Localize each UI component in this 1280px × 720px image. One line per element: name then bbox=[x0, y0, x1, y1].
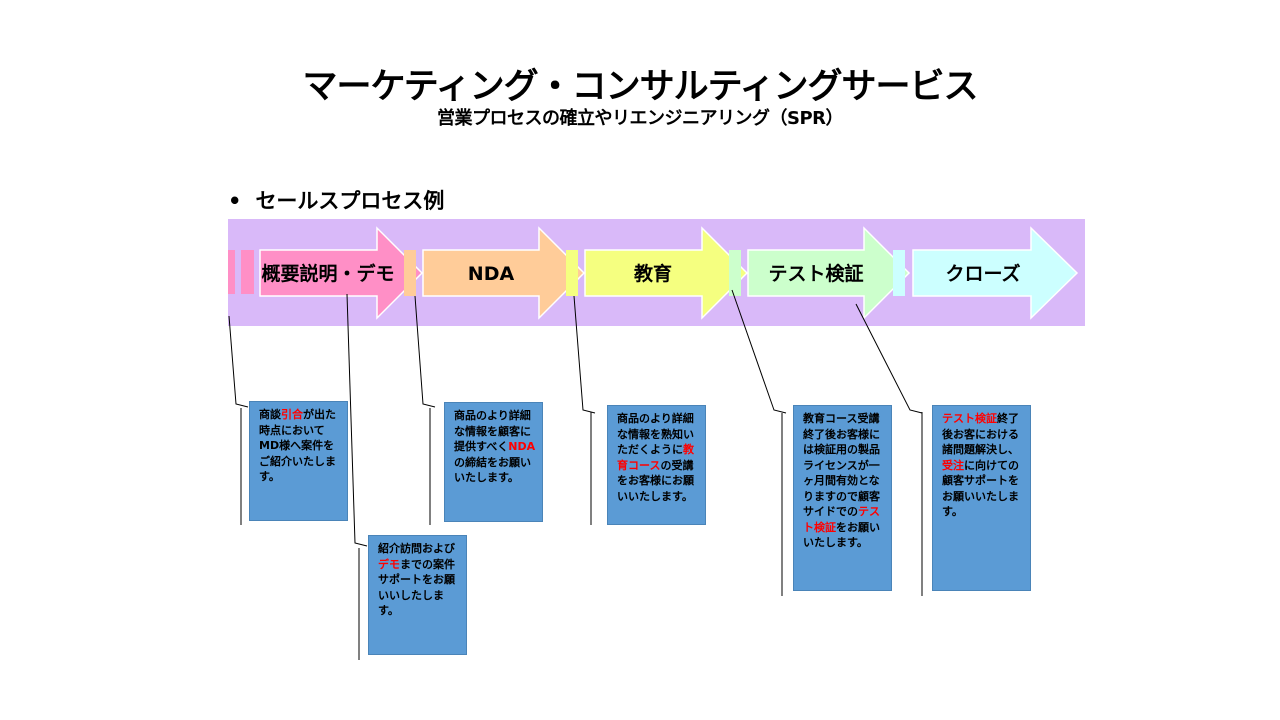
note-text: に向けての顧客サポートをお願いいたします。 bbox=[942, 458, 1019, 519]
slide-subtitle: 営業プロセスの確立やリエンジニアリング（SPR） bbox=[436, 108, 844, 129]
note-highlight: NDA bbox=[508, 440, 536, 453]
note-nda: 商品のより詳細な情報を顧客に提供すべくNDA の締結をお願いいたします。 bbox=[444, 402, 543, 522]
stage-spacer bbox=[566, 250, 578, 296]
callout-line-close bbox=[855, 303, 923, 414]
note-highlight: テスト検証 bbox=[942, 412, 997, 425]
note-text: をお願いいたします。 bbox=[803, 520, 880, 550]
stage-label-education: 教育 bbox=[634, 262, 672, 285]
note-test: 教育コース受講終了後お客様には検証用の製品ライセンスが一ヶ月間有効となりますので… bbox=[793, 405, 892, 591]
note-text: までの案件サポートをお願いいしたします。 bbox=[378, 557, 455, 618]
note-text: 紹介訪問および bbox=[378, 542, 455, 555]
stage-label-close: クローズ bbox=[945, 262, 1020, 285]
note-highlight: テスト検証 bbox=[803, 505, 880, 534]
note-highlight: 受注 bbox=[942, 458, 964, 472]
note-text: 商品のより詳細な情報を熟知いただくように bbox=[617, 412, 694, 456]
note-text: る諸問題解決し、 bbox=[942, 427, 1019, 457]
callout-line-nda bbox=[414, 295, 436, 408]
callout-line-test bbox=[731, 289, 787, 414]
stage-spacer bbox=[729, 250, 741, 296]
note-text: の締結をお願いいたします。 bbox=[454, 455, 531, 485]
stage-arrow-education bbox=[584, 226, 749, 320]
note-text: 商談 bbox=[259, 408, 281, 421]
note-lead: 商談引合が出た時点においてMD様へ案件をご紹介いたします。 bbox=[249, 401, 348, 521]
note-text: が出た時点においてMD様へ案件をご紹介いたします。 bbox=[259, 408, 336, 483]
note-text: の受講をお客様にお願いいたします。 bbox=[617, 458, 694, 503]
stage-arrow-nda bbox=[422, 226, 586, 320]
stage-spacer bbox=[404, 250, 416, 296]
stage-arrow-close bbox=[912, 226, 1079, 320]
note-text: 教育コース受講終了後お客様には検証用の製品ライセンスが一ヶ月間有効となりますので… bbox=[803, 412, 880, 518]
bullet-icon: • bbox=[228, 189, 242, 213]
note-education: 商品のより詳細な情報を熟知いただくように教育コースの受講をお客様にお願いいたしま… bbox=[607, 405, 706, 525]
stage-label-nda: NDA bbox=[468, 263, 515, 285]
note-demo: 紹介訪問およびデモまでの案件サポートをお願いいしたします。 bbox=[368, 535, 467, 655]
stage-arrow-test bbox=[747, 226, 911, 320]
callout-line-demo bbox=[346, 293, 368, 547]
callout-line-lead bbox=[228, 315, 249, 408]
section-heading: • セールスプロセス例 bbox=[228, 185, 444, 215]
note-highlight: 教育コース bbox=[617, 443, 694, 472]
note-text: 商品のより詳細な情報を顧客に提供すべく bbox=[454, 409, 531, 453]
band-tab bbox=[241, 250, 254, 294]
note-highlight: デモ bbox=[378, 557, 400, 571]
stage-arrow-overview bbox=[259, 226, 424, 320]
note-text: 終了後お客におけ bbox=[942, 412, 1019, 441]
stage-label-test: テスト検証 bbox=[768, 262, 863, 285]
band-tab bbox=[228, 250, 235, 294]
note-close: テスト検証終了後お客における諸問題解決し、受注に向けての顧客サポートをお願いいた… bbox=[932, 405, 1031, 591]
note-highlight: 引合 bbox=[281, 408, 303, 421]
stage-spacer bbox=[893, 250, 905, 296]
slide-title: マーケティング・コンサルティングサービス bbox=[302, 67, 978, 107]
stage-label-overview: 概要説明・デモ bbox=[261, 262, 394, 285]
section-heading-text: セールスプロセス例 bbox=[255, 189, 445, 213]
